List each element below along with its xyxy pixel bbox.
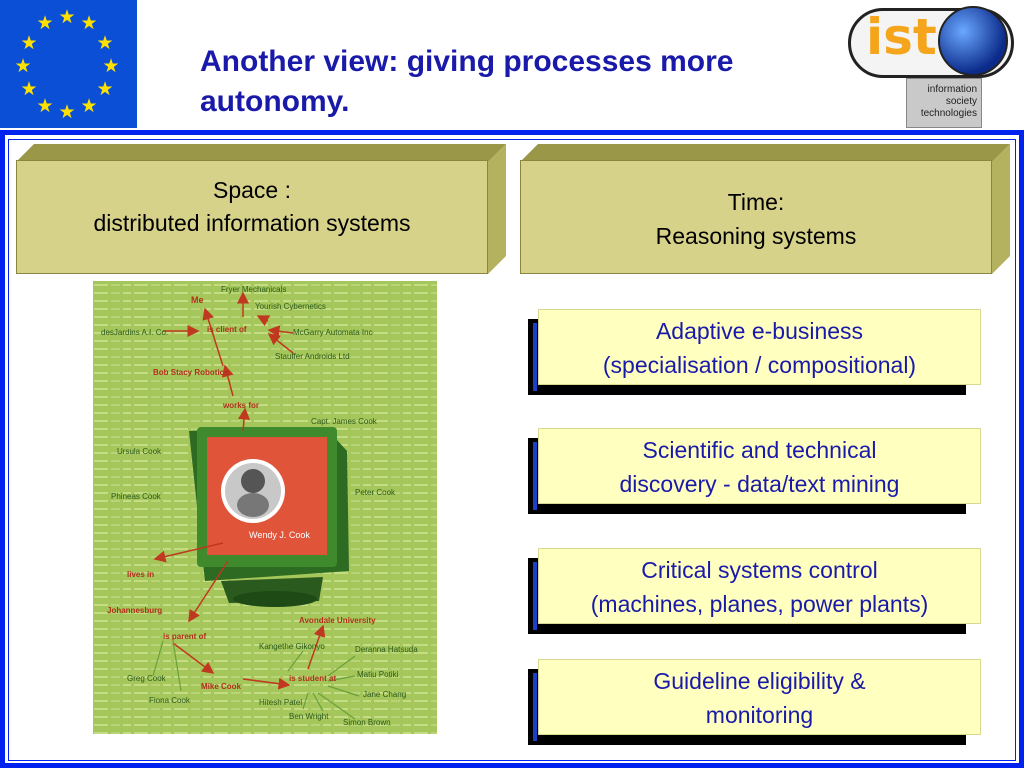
poster-node: Avondale University	[299, 616, 376, 625]
space-header-line2: distributed information systems	[93, 210, 411, 236]
box-panel: Critical systems control (machines, plan…	[538, 548, 981, 624]
box-text: Guideline eligibility & monitoring	[539, 664, 980, 732]
poster-node: Fiona Cook	[149, 696, 191, 705]
content-frame-inner	[8, 139, 1016, 761]
bevel-top	[16, 144, 506, 162]
poster-node: Johannesburg	[107, 606, 162, 615]
poster-node: desJardins A.I. Co.	[101, 328, 168, 337]
eu-star-icon: ★	[14, 56, 32, 77]
poster-node: Ursula Cook	[117, 447, 162, 456]
monitor-icon	[189, 427, 349, 607]
poster-node: is student at	[289, 674, 336, 683]
box-line: (machines, planes, power plants)	[590, 591, 929, 617]
poster-node: Peter Cook	[355, 488, 396, 497]
logo-tagline: information society technologies	[906, 78, 982, 128]
ist-logo: ist information society technologies	[846, 0, 1018, 130]
space-header: Space : distributed information systems	[16, 144, 506, 274]
box-line: (specialisation / compositional)	[602, 352, 917, 378]
time-header-line2: Reasoning systems	[655, 223, 857, 249]
eu-star-icon: ★	[20, 33, 38, 54]
poster-node: Mike Cook	[201, 682, 242, 691]
poster-node: Stauffer Androids Ltd	[275, 352, 350, 361]
eu-star-icon: ★	[96, 33, 114, 54]
time-header: Time: Reasoning systems	[520, 144, 1010, 274]
box-text: Critical systems control (machines, plan…	[539, 553, 980, 621]
box-accent	[533, 673, 537, 741]
time-header-line1: Time:	[727, 189, 785, 215]
eu-star-icon: ★	[36, 13, 54, 34]
poster-illustration: Fryer Mechanicals Me Yourish Cybernetics…	[93, 281, 437, 734]
poster-node: Jane Chang	[363, 690, 406, 699]
logo-tagline-line: society	[945, 96, 977, 107]
eu-star-icon: ★	[36, 96, 54, 117]
box-text: Scientific and technical discovery - dat…	[539, 433, 980, 501]
topic-box: Critical systems control (machines, plan…	[528, 548, 984, 634]
space-header-line1: Space :	[213, 177, 291, 203]
bevel-top	[520, 144, 1010, 162]
poster-node: Fryer Mechanicals	[221, 285, 286, 294]
logo-tagline-line: technologies	[920, 108, 977, 119]
poster-node: Hitesh Patel	[259, 698, 302, 707]
poster-node: Yourish Cybernetics	[255, 302, 326, 311]
logo-tagline-line: information	[927, 84, 977, 95]
poster-node: Matiu Potiki	[357, 670, 399, 679]
poster-node: Me	[191, 295, 204, 305]
eu-star-icon: ★	[102, 56, 120, 77]
box-line: monitoring	[705, 702, 814, 728]
eu-star-icon: ★	[58, 102, 76, 123]
eu-star-icon: ★	[80, 96, 98, 117]
poster-node: Wendy J. Cook	[249, 530, 310, 540]
content-frame	[0, 130, 1024, 768]
bevel-side	[488, 144, 506, 274]
box-accent	[533, 323, 537, 391]
bevel-side	[992, 144, 1010, 274]
box-panel: Adaptive e-business (specialisation / co…	[538, 309, 981, 385]
poster-node: Capt. James Cook	[311, 417, 378, 426]
slide-title: Another view: giving processes more auto…	[200, 45, 734, 118]
box-accent	[533, 562, 537, 630]
eu-star-icon: ★	[80, 13, 98, 34]
box-line: Critical systems control	[641, 557, 878, 583]
logo-wordmark: ist	[866, 8, 937, 66]
box-line: Scientific and technical	[642, 437, 877, 463]
poster-node: Ben Wright	[289, 712, 329, 721]
eu-star-icon: ★	[58, 7, 76, 28]
poster-node: Simon Brown	[343, 718, 391, 727]
poster-labels: Fryer Mechanicals Me Yourish Cybernetics…	[101, 285, 418, 727]
eu-flag: ★ ★ ★ ★ ★ ★ ★ ★ ★ ★ ★ ★	[0, 0, 137, 128]
box-line: Guideline eligibility &	[653, 668, 866, 694]
eu-star-icon: ★	[96, 79, 114, 100]
poster-node: Deranna Hatsuda	[355, 645, 418, 654]
poster-node: is parent of	[163, 632, 206, 641]
box-text: Adaptive e-business (specialisation / co…	[539, 314, 980, 382]
topic-box: Scientific and technical discovery - dat…	[528, 428, 984, 514]
relation-arrows	[153, 291, 326, 690]
poster-node: Bob Stacy Robotics	[153, 368, 229, 377]
eu-star-icon: ★	[20, 79, 38, 100]
box-line: discovery - data/text mining	[619, 471, 900, 497]
box-panel: Guideline eligibility & monitoring	[538, 659, 981, 735]
poster-node: Kangethe Gikonyo	[259, 642, 325, 651]
box-line: Adaptive e-business	[655, 318, 864, 344]
bevel-face	[520, 160, 992, 274]
poster-node: Phineas Cook	[111, 492, 162, 501]
poster-node: is client of	[207, 325, 247, 334]
poster-node: works for	[222, 401, 259, 410]
poster-graphic: Fryer Mechanicals Me Yourish Cybernetics…	[93, 281, 437, 734]
box-accent	[533, 442, 537, 510]
topic-box: Guideline eligibility & monitoring	[528, 659, 984, 745]
poster-node: McGarry Automata Inc	[293, 328, 373, 337]
globe-icon	[938, 6, 1008, 76]
green-arrows	[152, 640, 360, 720]
topic-box: Adaptive e-business (specialisation / co…	[528, 309, 984, 395]
bevel-face	[16, 160, 488, 274]
poster-node: lives in	[127, 570, 154, 579]
poster-node: Greg Cook	[127, 674, 167, 683]
box-panel: Scientific and technical discovery - dat…	[538, 428, 981, 504]
